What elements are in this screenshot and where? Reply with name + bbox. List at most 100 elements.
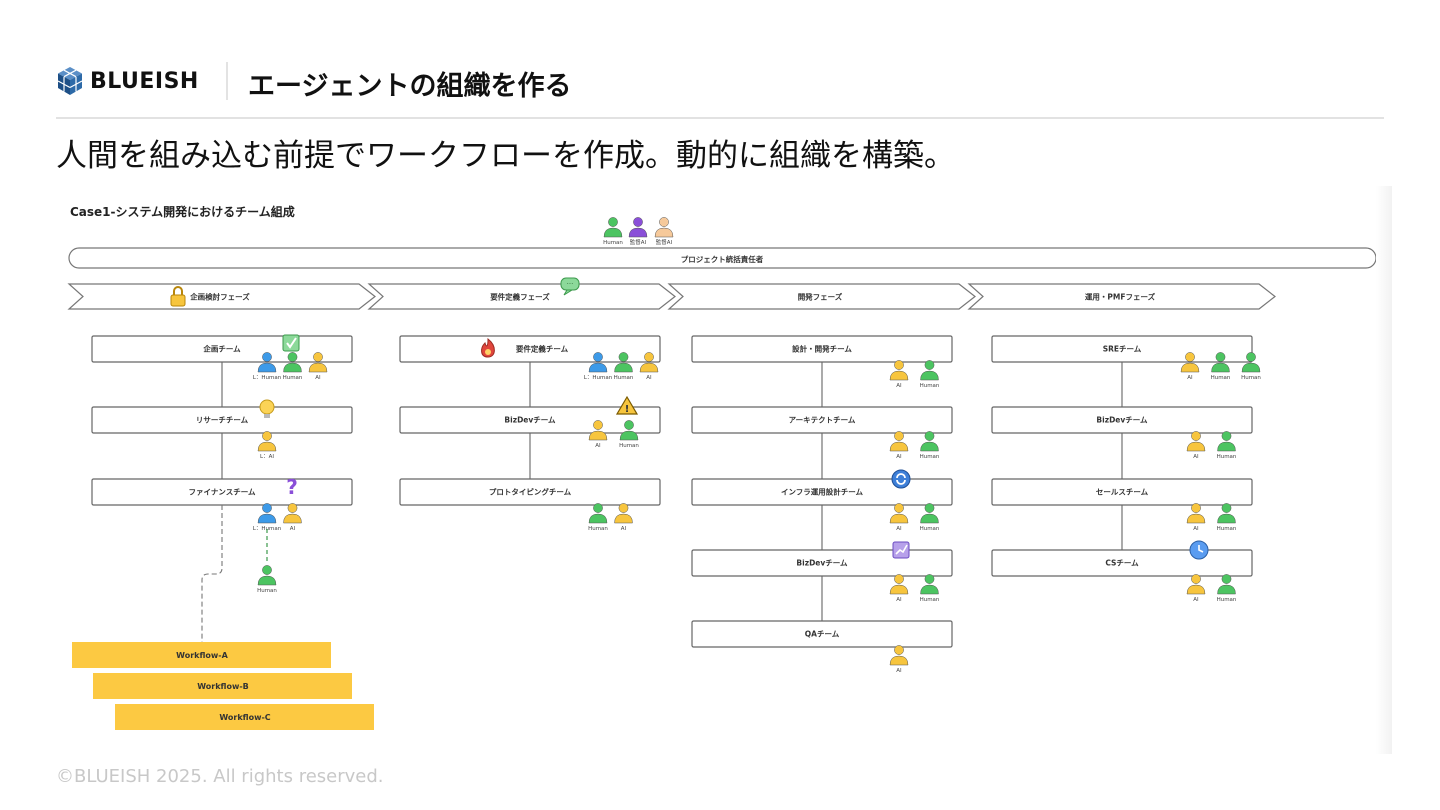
person-body — [1241, 362, 1261, 373]
person-body — [1186, 513, 1206, 524]
copyright: ©BLUEISH 2025. All rights reserved. — [56, 766, 384, 787]
person-body — [257, 575, 277, 586]
sync-icon — [891, 469, 911, 489]
person-body — [588, 430, 608, 441]
person-body — [1186, 441, 1206, 452]
person-body — [1186, 584, 1206, 595]
team-box[interactable]: インフラ運用設計チーム — [691, 478, 953, 506]
team-box[interactable]: プロトタイピングチーム — [399, 478, 661, 506]
team-box[interactable]: リサーチチーム — [91, 406, 353, 434]
team-box[interactable]: BizDevチーム — [991, 406, 1253, 434]
person-label: AI — [896, 526, 902, 532]
workflow-label: Workflow-C — [219, 713, 270, 722]
team-box[interactable]: BizDevチーム — [691, 549, 953, 577]
team-name: セールスチーム — [1096, 488, 1149, 497]
phase-3[interactable]: 開発フェーズ — [667, 283, 976, 310]
team-box[interactable]: アーキテクトチーム — [691, 406, 953, 434]
team-name: SREチーム — [1103, 345, 1142, 354]
team-name: CSチーム — [1105, 559, 1139, 568]
person-label: AI — [1193, 526, 1199, 532]
person-label: Human — [1211, 375, 1231, 381]
check-icon — [282, 334, 300, 352]
phase-2[interactable]: 要件定義フェーズ — [367, 283, 676, 310]
team-box[interactable]: 設計・開発チーム — [691, 335, 953, 363]
person-head — [894, 431, 904, 441]
person-ai: AI — [1186, 574, 1206, 603]
workflow-b[interactable]: Workflow-B — [93, 673, 352, 699]
person-label: Human — [1217, 597, 1237, 603]
lock-icon — [170, 286, 186, 307]
person-body — [889, 513, 909, 524]
person-body — [920, 441, 939, 452]
check-box — [282, 334, 300, 352]
phase-label: 運用・PMFフェーズ — [1085, 292, 1156, 302]
person-head — [287, 503, 298, 513]
warning-glyph: ! — [625, 404, 630, 415]
person-head — [262, 431, 272, 441]
team-box[interactable]: SREチーム — [991, 335, 1253, 363]
person-label: Human — [619, 443, 639, 449]
workflow-c[interactable]: Workflow-C — [115, 704, 374, 730]
team-box[interactable]: QAチーム — [691, 620, 953, 648]
phase-arrow — [367, 283, 676, 310]
person-lead-human: L：Human — [253, 352, 282, 381]
phase-label: 開発フェーズ — [798, 292, 843, 302]
person-head — [1191, 431, 1201, 441]
person-head — [593, 352, 603, 362]
team-box[interactable]: セールスチーム — [991, 478, 1253, 506]
person-head — [1215, 352, 1226, 362]
person-label: AI — [896, 454, 902, 460]
person-label: AI — [1187, 375, 1193, 381]
person-human: Human — [1211, 352, 1231, 381]
person-body — [588, 362, 608, 373]
person-head — [262, 503, 272, 513]
team-box-frame — [691, 335, 953, 363]
person-ai: AI — [889, 645, 909, 674]
flame — [481, 337, 495, 358]
team-box-frame — [399, 478, 661, 506]
team-box-frame — [991, 549, 1253, 577]
team-name: リサーチチーム — [196, 416, 249, 425]
person-head — [924, 431, 935, 441]
diagram-edge-shadow — [1376, 186, 1392, 754]
team-box[interactable]: ファイナンスチーム — [91, 478, 353, 506]
team-box-frame — [691, 620, 953, 648]
team-box[interactable]: CSチーム — [991, 549, 1253, 577]
person-ai: AI — [283, 503, 302, 532]
header: BLUEISH エージェントの組織を作る — [56, 62, 1386, 102]
person-label: AI — [315, 375, 321, 381]
workflow-bar — [115, 704, 374, 730]
diagram-title: Case1-システム開発におけるチーム組成 — [70, 204, 295, 219]
team-box-frame — [91, 406, 353, 434]
workflow-a[interactable]: Workflow-A — [72, 642, 331, 668]
lightbulb-icon — [259, 399, 275, 418]
person-label: Human — [920, 454, 940, 460]
person-head — [1246, 352, 1256, 362]
person-head — [262, 352, 272, 362]
person-body — [1217, 441, 1236, 452]
person-label: Human — [1217, 454, 1237, 460]
person-body — [920, 513, 939, 524]
workflow-label: Workflow-B — [197, 682, 249, 691]
person-body — [257, 513, 277, 524]
team-box-frame — [691, 406, 953, 434]
chart-line — [895, 544, 908, 555]
team-name: BizDevチーム — [1096, 416, 1148, 425]
bubble-dots: ··· — [567, 280, 574, 288]
team-name: インフラ運用設計チーム — [781, 487, 864, 497]
person-human: Human — [920, 431, 940, 460]
person-body — [920, 370, 939, 381]
person-head — [924, 574, 935, 584]
team-box[interactable]: 企画チーム — [91, 335, 353, 363]
phase-1[interactable]: 企画検討フェーズ — [67, 283, 376, 310]
person-body — [1211, 362, 1230, 373]
page-subtitle: 人間を組み込む前提でワークフローを作成。動的に組織を構築。 — [56, 138, 955, 174]
team-box-frame — [991, 478, 1253, 506]
person-body — [588, 513, 608, 524]
warning-triangle — [615, 395, 639, 415]
person-label: Human — [603, 240, 623, 246]
phase-4[interactable]: 運用・PMFフェーズ — [967, 283, 1276, 310]
person-body — [1217, 513, 1236, 524]
brand-logo[interactable]: BLUEISH — [56, 66, 199, 96]
